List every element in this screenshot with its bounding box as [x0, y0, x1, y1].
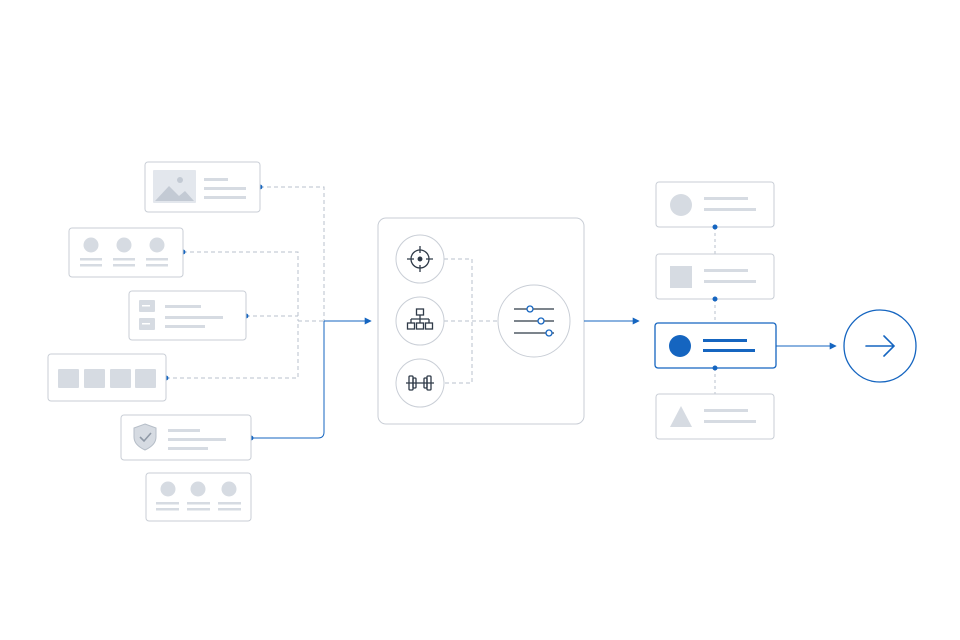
hierarchy-icon — [406, 308, 434, 330]
tool-connectors — [444, 258, 498, 384]
hub-sliders[interactable] — [497, 284, 571, 358]
input-card-avatars-2[interactable] — [145, 472, 252, 522]
output-card-triangle[interactable] — [655, 393, 775, 440]
final-action-button[interactable] — [843, 309, 917, 383]
avatar-placeholder-icon — [83, 237, 165, 253]
input-card-image[interactable] — [144, 161, 261, 213]
crosshair-icon — [407, 246, 433, 272]
tool-hierarchy[interactable] — [395, 296, 445, 346]
tool-crosshair[interactable] — [395, 234, 445, 284]
connector-tiles-card — [166, 321, 299, 379]
input-card-shield[interactable] — [120, 414, 252, 461]
connector-image-card — [260, 186, 325, 321]
connector-shield-card — [251, 321, 325, 439]
arrow-right-icon — [865, 335, 896, 357]
output-card-circle[interactable] — [655, 181, 775, 228]
output-card-square[interactable] — [655, 253, 775, 300]
input-card-tiles[interactable] — [47, 353, 167, 402]
list-placeholder-icon — [139, 300, 155, 330]
input-card-avatars[interactable] — [68, 227, 184, 278]
connector-avatars-card — [183, 251, 299, 321]
input-card-list[interactable] — [128, 290, 247, 341]
sliders-icon — [514, 305, 554, 337]
image-placeholder-icon — [153, 170, 196, 203]
output-card-selected[interactable] — [654, 322, 777, 369]
dumbbell-icon — [406, 375, 434, 391]
tool-dumbbell[interactable] — [395, 358, 445, 408]
avatar-placeholder-icon — [160, 481, 237, 497]
processor-panel — [377, 217, 585, 425]
tile-placeholder-icon — [58, 369, 156, 388]
shield-check-icon — [133, 423, 157, 451]
